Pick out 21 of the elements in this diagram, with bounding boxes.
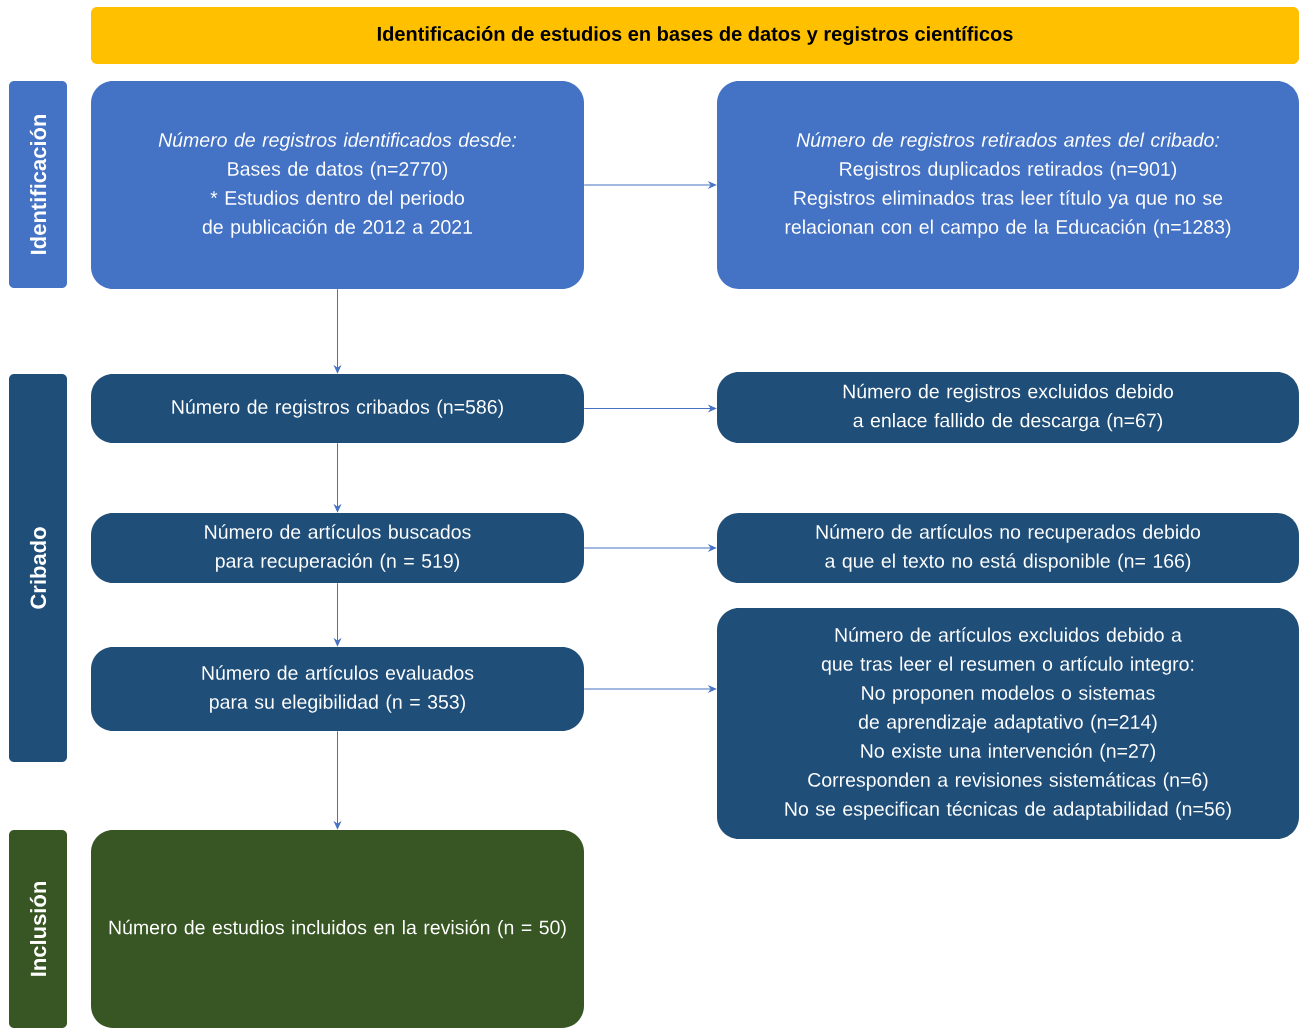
arrow: [583, 405, 717, 412]
process-box: Número de artículos no recuperados debido a que el texto no está disponible (n= 166): [717, 513, 1299, 583]
arrow: [583, 685, 717, 693]
stage-band: Identificación: [9, 81, 67, 288]
process-box: Número de registros cribados (n=586): [91, 374, 584, 443]
arrow: [334, 288, 341, 374]
stage-band: Inclusión: [9, 830, 67, 1028]
process-box: Número de estudios incluidos en la revisión (n = 50): [91, 830, 584, 1028]
process-box: Número de artículos excluidos debido a que tras leer el resumen o artículo integro: No proponen modelos o sistemas de aprendizaje adaptativo (n=214) No existe una intervención (n=27) Corresponden a revisiones sistemáticas (n=6) No se especifican técnicas de adaptabilidad (n=56): [717, 608, 1299, 839]
arrow: [334, 582, 341, 647]
title-banner: Identificación de estudios en bases de datos y registros científicos: [91, 7, 1299, 64]
arrow: [334, 442, 341, 513]
process-box: Número de registros excluidos debido a enlace fallido de descarga (n=67): [717, 372, 1299, 443]
process-box: Número de registros identificados desde: Bases de datos (n=2770) * Estudios dentro del periodo de publicación de 2012 a 2021: [91, 81, 584, 289]
stage-band: Cribado: [9, 374, 67, 762]
arrow: [334, 730, 341, 830]
process-box: Número de artículos evaluados para su elegibilidad (n = 353): [91, 647, 584, 731]
arrow: [583, 544, 717, 552]
arrow: [583, 181, 717, 189]
process-box: Número de artículos buscados para recuperación (n = 519): [91, 513, 584, 583]
process-box: Número de registros retirados antes del cribado: Registros duplicados retirados (n=901) Registros eliminados tras leer título ya que no se relacionan con el campo de la Educación (n=1283): [717, 81, 1299, 289]
